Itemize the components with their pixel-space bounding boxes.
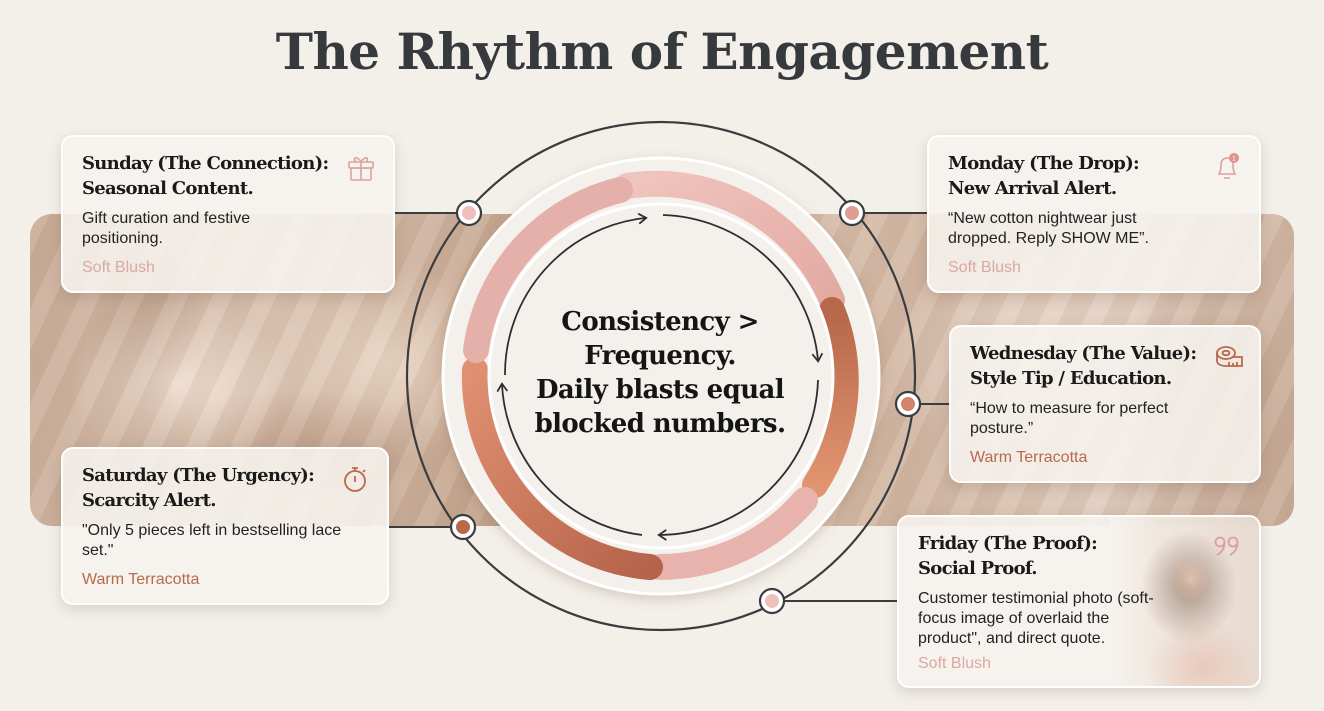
center-message: Consistency > Frequency. Daily blasts eq…	[520, 305, 800, 441]
center-line-4: blocked numbers.	[534, 409, 786, 439]
color-tag: Soft Blush	[948, 259, 1021, 276]
card-saturday: Saturday (The Urgency): Scarcity Alert. …	[61, 447, 389, 605]
card-title: Saturday (The Urgency): Scarcity Alert.	[82, 465, 315, 511]
node-monday	[838, 199, 866, 227]
card-wednesday: Wednesday (The Value): Style Tip / Educa…	[949, 325, 1261, 483]
card-title: Monday (The Drop): New Arrival Alert.	[948, 153, 1140, 199]
color-tag: Warm Terracotta	[82, 571, 200, 588]
card-description: “How to measure for perfect posture.”	[970, 400, 1169, 437]
customer-testimonial-photo	[1109, 517, 1259, 686]
center-line-2: Frequency.	[584, 341, 736, 371]
card-monday: 1 Monday (The Drop): New Arrival Alert. …	[927, 135, 1261, 293]
page-title: The Rhythm of Engagement	[275, 22, 1049, 81]
node-sunday	[455, 199, 483, 227]
svg-text:1: 1	[1232, 156, 1236, 163]
orbit-nodes	[449, 199, 922, 615]
color-tag: Warm Terracotta	[970, 449, 1088, 466]
card-description: "Only 5 pieces left in bestselling lace …	[82, 522, 342, 559]
center-line-3: Daily blasts equal	[535, 375, 785, 405]
measuring-tape-icon	[1216, 346, 1243, 367]
outer-orbit-ring	[405, 120, 917, 632]
card-title: Sunday (The Connection): Seasonal Conten…	[82, 153, 329, 199]
bell-notification-icon: 1	[1217, 153, 1239, 179]
cycle-arrows	[496, 212, 824, 541]
card-description: Gift curation and festive positioning.	[82, 210, 251, 247]
node-friday	[758, 587, 786, 615]
gift-icon	[348, 157, 374, 181]
card-sunday: Sunday (The Connection): Seasonal Conten…	[61, 135, 395, 293]
card-title: Wednesday (The Value): Style Tip / Educa…	[970, 343, 1197, 389]
center-line-1: Consistency >	[561, 307, 759, 337]
card-description: “New cotton nightwear just dropped. Repl…	[948, 210, 1149, 247]
node-wednesday	[894, 390, 922, 418]
color-tag: Soft Blush	[82, 259, 155, 276]
color-tag: Soft Blush	[918, 655, 991, 672]
card-friday: Friday (The Proof): Social Proof. Custom…	[897, 515, 1261, 688]
node-saturday	[449, 513, 477, 541]
stopwatch-icon	[344, 467, 366, 492]
quote-icon	[1214, 536, 1239, 556]
card-title: Friday (The Proof): Social Proof.	[918, 533, 1098, 579]
card-description: Customer testimonial photo (soft-focus i…	[918, 590, 1154, 647]
progress-ring	[461, 170, 859, 580]
